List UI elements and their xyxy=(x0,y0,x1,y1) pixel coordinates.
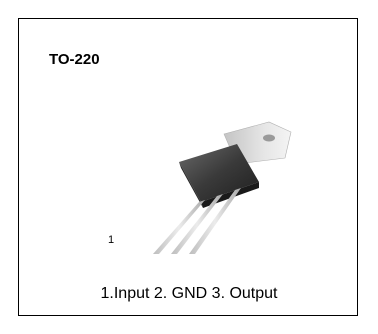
lead-2 xyxy=(171,194,223,254)
lead-1 xyxy=(153,200,205,254)
to220-package-illustration xyxy=(153,121,292,254)
lead-3 xyxy=(189,188,241,254)
mounting-hole-icon xyxy=(263,134,275,142)
package-title: TO-220 xyxy=(49,51,100,68)
package-diagram-frame: TO-220 xyxy=(18,18,358,316)
package-leads xyxy=(153,188,241,254)
pin-1-marker: 1 xyxy=(108,234,115,246)
pinout-caption: 1.Input 2. GND 3. Output xyxy=(100,285,278,302)
